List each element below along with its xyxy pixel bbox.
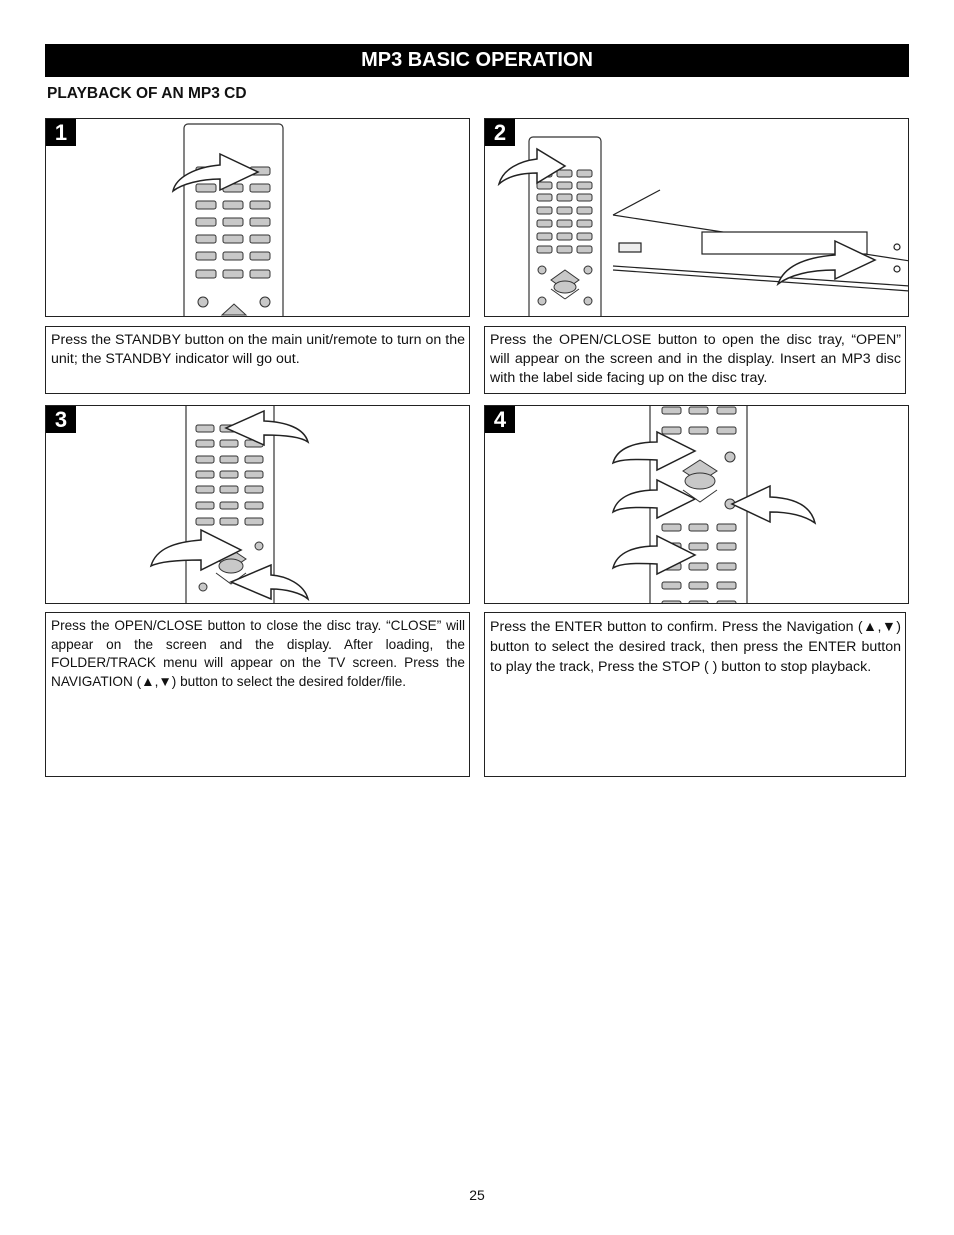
remote-control-illustration [171,123,284,316]
step-3-text: Press the OPEN/CLOSE button to close the… [51,618,465,689]
page-title: MP3 BASIC OPERATION [45,44,909,77]
section-heading: PLAYBACK OF AN MP3 CD [47,85,247,102]
step-2-illustration: 2 [484,118,909,317]
step-2-instructions: Press the OPEN/CLOSE button to open the … [484,326,906,394]
step-number-badge: 1 [46,119,76,146]
step-number-badge: 2 [485,119,515,146]
step-4-text: Press the ENTER button to confirm. Press… [490,619,901,675]
remote-control-illustration [149,406,310,603]
step-3-illustration: 3 [45,405,470,604]
step-number-badge: 4 [485,406,515,433]
step-3-instructions: Press the OPEN/CLOSE button to close the… [45,612,470,777]
step-2-text: Press the OPEN/CLOSE button to open the … [490,332,901,386]
step-1-text: Press the STANDBY button on the main uni… [51,332,465,367]
step-4-illustration: 4 [484,405,909,604]
page-number: 25 [469,1187,485,1203]
step-number-badge: 3 [46,406,76,433]
step-4-instructions: Press the ENTER button to confirm. Press… [484,612,906,777]
step-1-instructions: Press the STANDBY button on the main uni… [45,326,470,394]
remote-and-player-illustration [497,136,908,316]
remote-control-illustration [611,406,817,603]
step-1-illustration: 1 [45,118,470,317]
